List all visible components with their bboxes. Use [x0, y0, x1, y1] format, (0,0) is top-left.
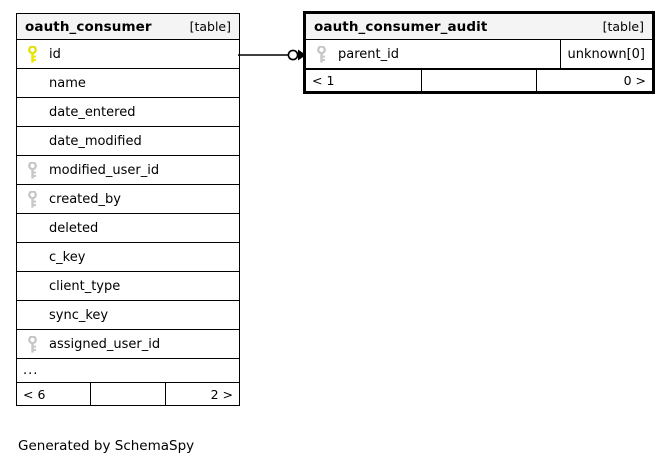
table-footer: < 6 2 >	[17, 383, 239, 405]
foreign-key-icon	[17, 190, 47, 208]
column-name: c_key	[49, 249, 86, 265]
table-row[interactable]: date_modified	[17, 127, 239, 156]
column-name: client_type	[49, 278, 121, 294]
column-type: unknown[0]	[559, 40, 653, 68]
table-row[interactable]: modified_user_id	[17, 156, 239, 185]
table-row[interactable]: created_by	[17, 185, 239, 214]
table-row[interactable]: client_type	[17, 272, 239, 301]
column-name: assigned_user_id	[49, 336, 161, 352]
table-footer: < 1 0 >	[306, 69, 652, 91]
column-name: date_modified	[49, 133, 142, 149]
footer-middle-cell	[420, 70, 538, 91]
generated-by-caption: Generated by SchemaSpy	[18, 438, 195, 454]
incoming-relationships-count[interactable]: < 6	[23, 386, 46, 402]
column-name: sync_key	[49, 307, 109, 323]
column-name: parent_id	[338, 46, 399, 62]
column-name: name	[49, 75, 86, 91]
table-header: oauth_consumer_audit [table]	[306, 14, 652, 40]
table-row[interactable]: assigned_user_id	[17, 330, 239, 359]
table-row[interactable]: id	[17, 40, 239, 69]
table-header: oauth_consumer [table]	[17, 14, 239, 40]
table-row[interactable]: parent_id unknown[0]	[306, 40, 652, 69]
incoming-relationships-count[interactable]: < 1	[312, 73, 335, 88]
more-columns-indicator: ...	[17, 359, 239, 383]
primary-key-icon	[17, 45, 47, 63]
table-title: oauth_consumer_audit	[314, 18, 488, 35]
outgoing-relationships-count[interactable]: 0 >	[623, 73, 647, 88]
table-row[interactable]: deleted	[17, 214, 239, 243]
foreign-key-icon	[17, 161, 47, 179]
table-type-tag: [table]	[602, 19, 644, 34]
table-type-tag: [table]	[189, 19, 231, 34]
column-name: date_entered	[49, 104, 136, 120]
table-oauth-consumer-audit[interactable]: oauth_consumer_audit [table] parent_id u…	[303, 11, 655, 94]
table-title: oauth_consumer	[25, 18, 152, 35]
table-row[interactable]: date_entered	[17, 98, 239, 127]
foreign-key-icon	[17, 335, 47, 353]
table-row[interactable]: name	[17, 69, 239, 98]
table-row[interactable]: c_key	[17, 243, 239, 272]
relationship-connector	[238, 44, 308, 66]
column-name: deleted	[49, 220, 99, 236]
column-name: created_by	[49, 191, 121, 207]
column-name: id	[49, 46, 61, 62]
footer-middle-cell	[90, 383, 166, 405]
table-row[interactable]: sync_key	[17, 301, 239, 330]
foreign-key-icon	[306, 45, 336, 63]
column-name: modified_user_id	[49, 162, 160, 178]
table-oauth-consumer[interactable]: oauth_consumer [table] id name date_ente…	[16, 13, 240, 406]
outgoing-relationships-count[interactable]: 2 >	[210, 386, 233, 402]
